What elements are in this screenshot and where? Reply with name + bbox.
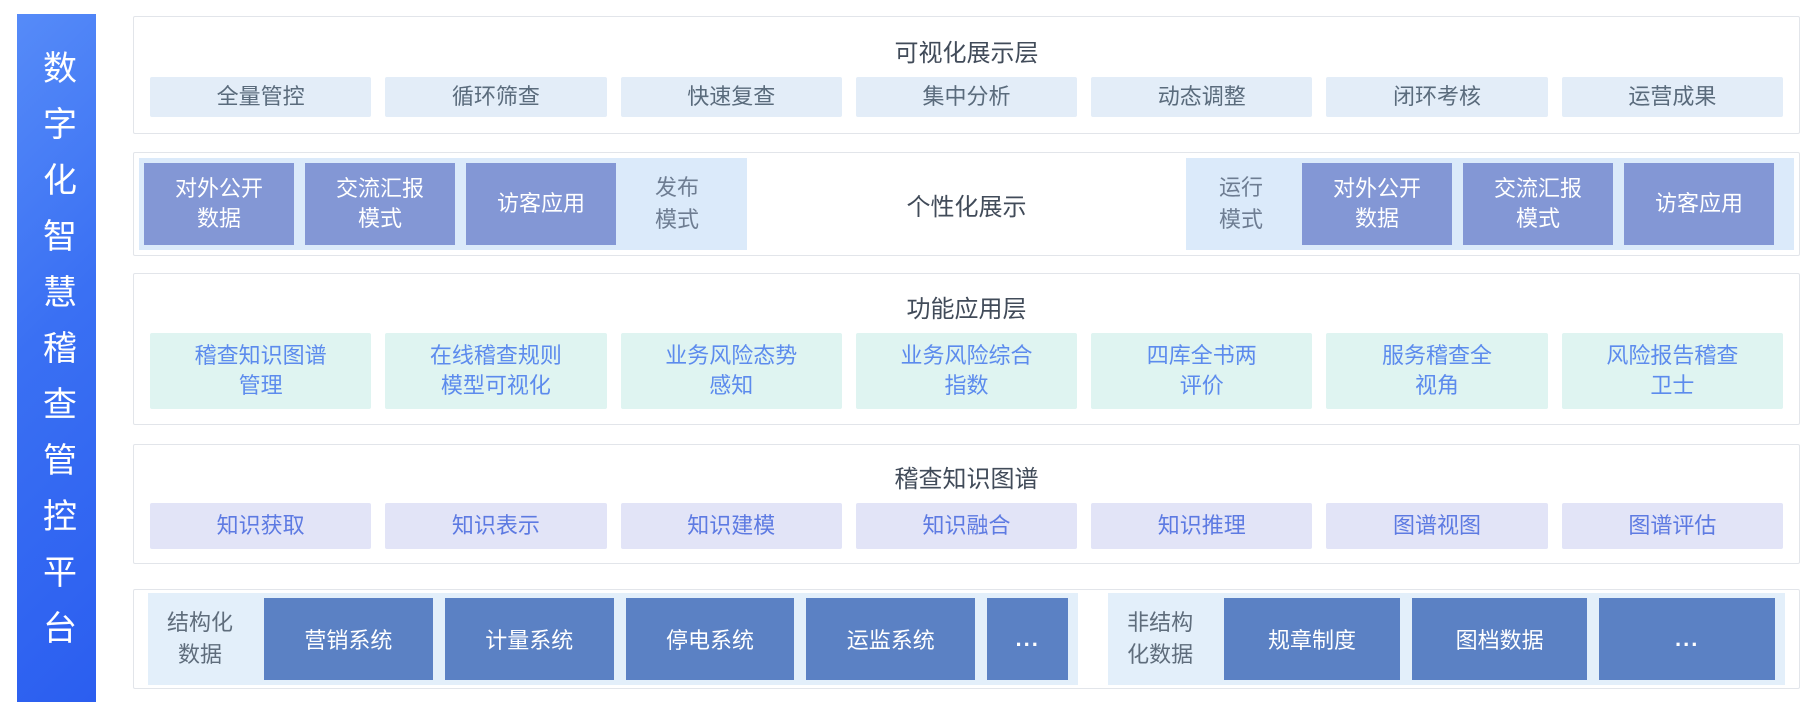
- layer-title-functions: 功能应用层: [906, 296, 1027, 323]
- layer-card-functions: 功能应用层 稽查知识图谱 管理 在线稽查规则 模型可视化 业务风险态势 感知 业…: [133, 273, 1800, 425]
- visualization-tile: 循环筛查: [385, 77, 607, 118]
- knowledge-tile: 知识获取: [150, 502, 372, 549]
- function-tile: 四库全书两 评价: [1091, 333, 1313, 409]
- layer-card-visualization: 可视化展示层 全量管控 循环筛查 快速复查 集中分析 动态调整 闭环考核 运营成…: [133, 16, 1800, 134]
- visualization-tile-row: 全量管控 循环筛查 快速复查 集中分析 动态调整 闭环考核 运营成果: [150, 77, 1783, 118]
- layer-stack: 可视化展示层 全量管控 循环筛查 快速复查 集中分析 动态调整 闭环考核 运营成…: [133, 16, 1800, 689]
- unstructured-data-panel: 非结构 化数据 规章制度 图档数据 ...: [1108, 593, 1785, 685]
- function-tile: 在线稽查规则 模型可视化: [385, 333, 607, 409]
- structured-data-panel: 结构化 数据 营销系统 计量系统 停电系统 运监系统 ...: [148, 593, 1079, 685]
- more-systems-box: ...: [1599, 598, 1776, 680]
- knowledge-tile: 图谱视图: [1326, 502, 1548, 549]
- function-tile: 稽查知识图谱 管理: [150, 333, 372, 409]
- mode-box: 对外公开 数据: [144, 163, 294, 245]
- mode-box: 对外公开 数据: [1302, 163, 1452, 245]
- unstructured-data-label: 非结构 化数据: [1127, 610, 1194, 667]
- mode-box: 访客应用: [1624, 163, 1774, 245]
- run-mode-panel: 运行 模式 对外公开 数据 交流汇报 模式 访客应用: [1186, 158, 1794, 250]
- knowledge-tile: 知识表示: [385, 502, 607, 549]
- system-box: 规章制度: [1224, 598, 1400, 680]
- visualization-tile: 快速复查: [620, 77, 842, 118]
- publish-mode-panel: 对外公开 数据 交流汇报 模式 访客应用 发布 模式: [139, 158, 747, 250]
- function-tile: 业务风险态势 感知: [620, 333, 842, 409]
- layer-title-visualization: 可视化展示层: [894, 39, 1039, 67]
- system-box: 计量系统: [444, 598, 614, 680]
- more-systems-box: ...: [987, 598, 1069, 680]
- knowledge-tile: 知识推理: [1091, 502, 1313, 549]
- function-tile: 服务稽查全 视角: [1326, 333, 1548, 409]
- mode-box: 交流汇报 模式: [305, 163, 455, 245]
- system-box: 图档数据: [1411, 598, 1588, 680]
- layer-card-display-modes: 对外公开 数据 交流汇报 模式 访客应用 发布 模式 个性化展示 运行 模式 对…: [133, 152, 1800, 256]
- visualization-tile: 集中分析: [855, 77, 1078, 118]
- layer-title-knowledge-graph: 稽查知识图谱: [894, 466, 1039, 494]
- run-mode-label: 运行 模式: [1218, 175, 1263, 232]
- functions-tile-row: 稽查知识图谱 管理 在线稽查规则 模型可视化 业务风险态势 感知 业务风险综合 …: [150, 333, 1783, 409]
- system-box: 营销系统: [264, 598, 433, 680]
- layer-card-data-sources: 结构化 数据 营销系统 计量系统 停电系统 运监系统 ... 非结构 化数据 规…: [133, 589, 1800, 689]
- function-tile: 业务风险综合 指数: [855, 333, 1078, 409]
- knowledge-tile: 知识建模: [620, 502, 842, 549]
- publish-mode-label: 发布 模式: [654, 175, 699, 232]
- mode-box: 访客应用: [466, 163, 616, 245]
- visualization-tile: 闭环考核: [1326, 77, 1548, 118]
- layer-card-knowledge-graph: 稽查知识图谱 知识获取 知识表示 知识建模 知识融合 知识推理 图谱视图 图谱评…: [133, 444, 1800, 564]
- personalized-display-label: 个性化展示: [906, 193, 1027, 221]
- function-tile: 风险报告稽查 卫士: [1561, 333, 1783, 409]
- system-box: 运监系统: [806, 598, 976, 680]
- structured-data-label: 结构化 数据: [166, 610, 233, 667]
- mode-box: 交流汇报 模式: [1463, 163, 1613, 245]
- platform-title: 数字化智慧稽查管控平台: [37, 50, 76, 666]
- knowledge-tile: 知识融合: [855, 502, 1078, 549]
- visualization-tile: 动态调整: [1091, 77, 1313, 118]
- knowledge-tile: 图谱评估: [1561, 502, 1783, 549]
- platform-banner: 数字化智慧稽查管控平台: [17, 14, 96, 702]
- system-box: 停电系统: [625, 598, 795, 680]
- visualization-tile: 运营成果: [1561, 77, 1783, 118]
- visualization-tile: 全量管控: [150, 77, 372, 118]
- knowledge-tile-row: 知识获取 知识表示 知识建模 知识融合 知识推理 图谱视图 图谱评估: [150, 502, 1783, 549]
